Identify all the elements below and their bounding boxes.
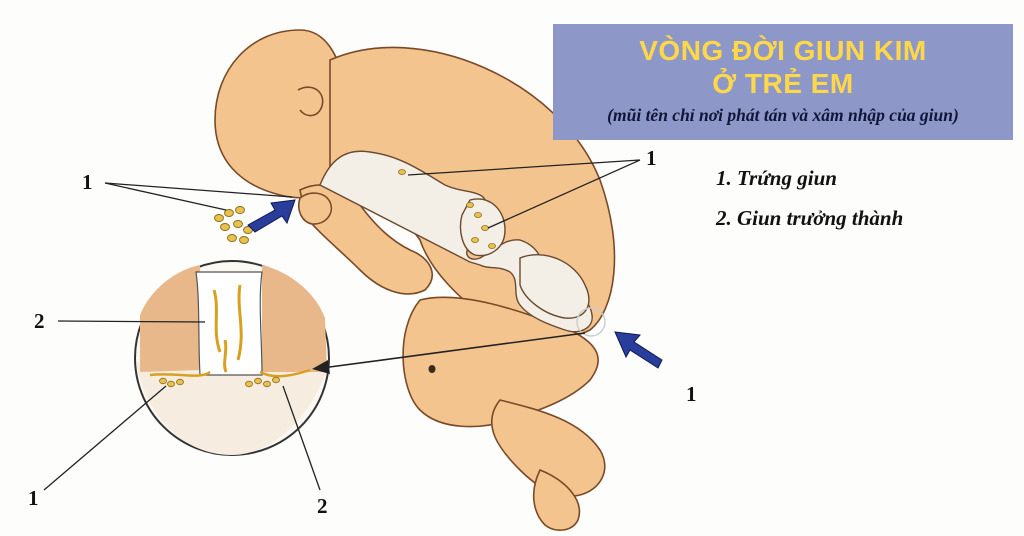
digestive-tract <box>319 150 593 333</box>
ear <box>297 86 324 117</box>
anus-marker <box>576 307 606 337</box>
gut-eggs <box>398 169 496 249</box>
label-inset-eggs-bottom: 1 <box>28 486 39 510</box>
legend-item-adult-worms: 2. Giun trưởng thành <box>716 206 904 230</box>
legend-item-eggs: 1. Trứng giun <box>716 166 837 190</box>
label-gut-eggs: 1 <box>646 146 657 170</box>
label-inset-worm-bottom: 2 <box>317 494 328 518</box>
leader-lines <box>43 159 641 491</box>
title-line-1: VÒNG ĐỜI GIUN KIM <box>639 35 927 66</box>
arrow-to-mouth <box>247 199 296 233</box>
inset-magnified-view <box>134 260 330 456</box>
title-box: VÒNG ĐỜI GIUN KIM Ở TRẺ EM (mũi tên chỉ … <box>553 24 1013 140</box>
navel <box>428 365 436 373</box>
arrow-to-anus <box>614 331 663 369</box>
label-anus-arrow: 1 <box>686 382 697 406</box>
label-eggs-near-mouth: 1 <box>82 170 93 194</box>
egg-cluster-mouth <box>214 206 253 244</box>
title-line-2: Ở TRẺ EM <box>712 68 854 99</box>
title-subtitle: (mũi tên chỉ nơi phát tán và xâm nhập củ… <box>607 105 959 125</box>
inset-pointer-arrow <box>312 332 586 374</box>
label-inset-worm-top: 2 <box>34 309 45 333</box>
